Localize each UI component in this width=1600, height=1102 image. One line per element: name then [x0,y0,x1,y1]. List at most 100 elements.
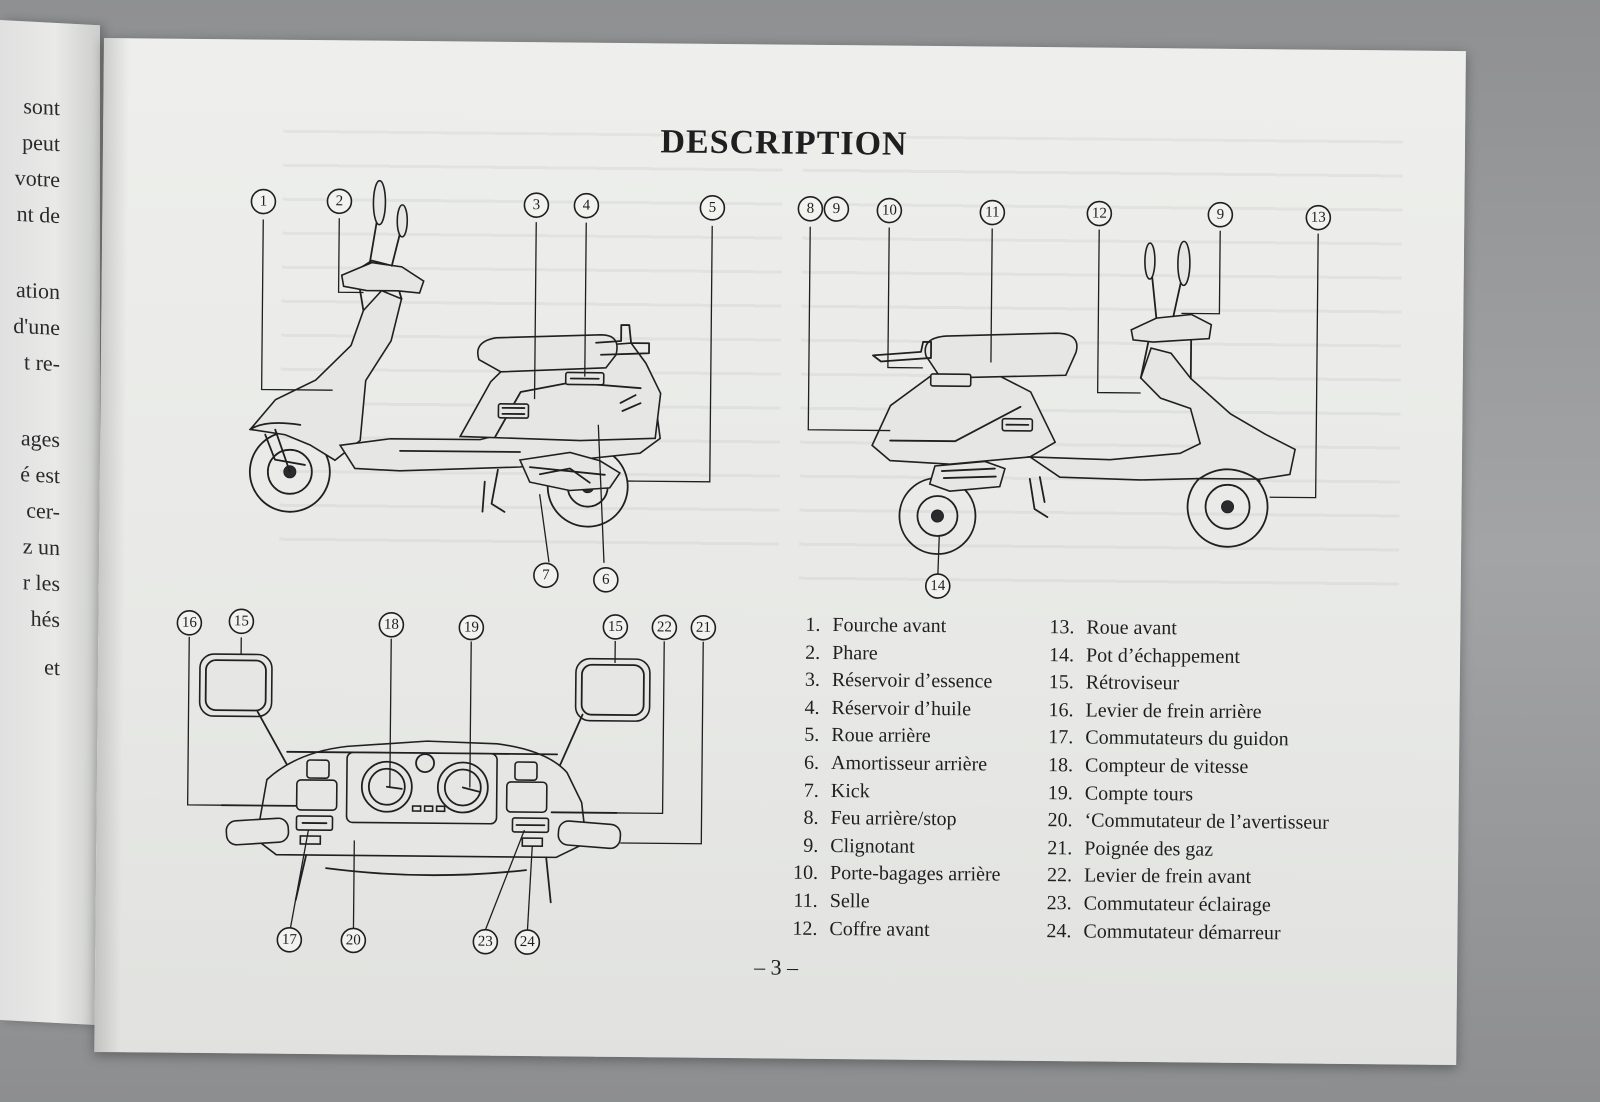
callout-20: 20 [340,927,367,954]
handlebar-callouts: 16 15 18 19 15 22 21 17 20 23 24 [176,608,717,955]
left-fragment: cer- [26,497,60,525]
legend-column-1: 1.Fourche avant 2.Phare 3.Réservoir d’es… [775,612,1003,945]
legend-item: 8.Feu arrière/stop [803,806,957,831]
callout-22: 22 [651,614,678,641]
svg-text:8: 8 [807,201,815,217]
callout-19: 19 [458,614,485,641]
left-fragment: nt de [16,200,60,229]
callout-15: 15 [602,614,629,640]
svg-text:11: 11 [985,204,1000,220]
svg-text:13: 13 [1311,210,1326,226]
legend-item: 13.Roue avant [1049,616,1178,640]
svg-text:18: 18 [384,617,399,633]
legend-item: 5.Roue arrière [804,724,931,748]
scooter-right-view [871,240,1297,555]
legend-item: 3.Réservoir d’essence [804,668,993,693]
svg-text:5: 5 [709,200,717,216]
svg-text:6: 6 [602,572,610,588]
svg-text:14: 14 [930,578,946,594]
callout-2: 2 [326,188,353,215]
svg-text:16: 16 [182,615,198,631]
left-fragment: r les [22,569,60,597]
callout-13: 13 [1305,204,1332,231]
handlebar-dashboard [198,653,651,904]
left-fragment: t re- [23,349,60,377]
legend-item: 22.Levier de frein avant [1046,864,1252,889]
svg-text:19: 19 [464,619,479,635]
callout-18: 18 [378,611,405,638]
left-fragment: votre [14,164,60,193]
callout-21: 21 [690,614,717,641]
left-fragment: et [44,654,60,681]
svg-text:1: 1 [260,194,268,210]
right-view-callouts: 8 9 10 11 12 9 13 14 [797,195,1332,599]
svg-text:10: 10 [882,202,897,218]
legend-item: 6.Amortisseur arrière [803,751,988,776]
callout-9: 9 [823,196,850,222]
callout-12: 12 [1086,200,1113,227]
legend-item: 17.Commutateurs du guidon [1048,726,1289,751]
callout-23: 23 [472,928,499,955]
legend-column-2: 13.Roue avant 14.Pot d’échappement 15.Ré… [1025,614,1331,948]
callout-1: 1 [250,188,277,215]
legend-item: 24.Commutateur démarreur [1046,919,1281,944]
left-page-edge: sont peut votre nt de ation d'une t re- … [0,20,100,1026]
svg-text:7: 7 [542,567,550,583]
legend-item: 4.Réservoir d’huile [804,696,972,721]
legend-item: 18.Compteur de vitesse [1047,754,1249,778]
svg-text:9: 9 [1217,207,1225,223]
legend-item: 21.Poignée des gaz [1047,836,1214,861]
svg-text:2: 2 [336,193,344,209]
legend-item: 7.Kick [803,779,870,802]
left-fragment: ation [16,276,60,305]
svg-text:15: 15 [608,619,623,635]
callout-24: 24 [514,929,541,955]
legend-item: 1.Fourche avant [805,613,947,638]
left-fragment: peut [22,129,60,157]
callout-7: 7 [533,562,559,589]
svg-text:4: 4 [583,198,591,214]
svg-text:23: 23 [478,934,493,950]
legend-item: 23.Commutateur éclairage [1046,892,1271,917]
legend-item: 15.Rétroviseur [1048,671,1180,695]
svg-text:12: 12 [1092,205,1107,221]
left-fragment: hés [30,605,60,633]
callout-5: 5 [699,195,726,221]
scooter-left-view [248,179,662,528]
left-fragment: z un [22,533,60,561]
legend-item: 16.Levier de frein arrière [1048,698,1262,723]
svg-text:22: 22 [657,619,672,635]
callout-8: 8 [797,195,824,222]
legend-item: 20.‘Commutateur de l’avertisseur [1047,809,1330,834]
legend-item: 12.Coffre avant [792,917,930,941]
left-view-callouts: 1 2 3 4 5 7 6 [250,188,726,593]
callout-9: 9 [1207,201,1234,228]
legend-item: 11.Selle [793,889,870,913]
legend-item: 19.Compte tours [1047,781,1194,806]
legend-item: 9.Clignotant [803,834,915,858]
callout-3: 3 [523,192,550,218]
svg-text:24: 24 [520,934,536,950]
legend-item: 2.Phare [805,641,878,665]
manual-page: DESCRIPTION [94,38,1466,1066]
svg-text:21: 21 [696,620,711,636]
svg-text:20: 20 [346,932,361,948]
left-fragment: sont [23,93,60,121]
scooter-diagrams: 1 2 3 4 5 7 6 [176,179,1332,955]
legend-item: 14.Pot d’échappement [1049,643,1241,668]
callout-4: 4 [573,192,600,219]
svg-text:17: 17 [282,932,298,948]
callout-10: 10 [876,197,903,224]
svg-text:9: 9 [833,201,841,217]
left-fragment: d'une [13,312,60,341]
callout-15: 15 [228,608,255,635]
svg-text:3: 3 [533,197,541,213]
left-fragment: é est [20,461,60,489]
callout-6: 6 [593,567,619,593]
svg-text:15: 15 [234,613,249,629]
legend-item: 10.Porte-bagages arrière [792,861,1001,886]
callout-11: 11 [979,199,1006,226]
left-fragment: ages [20,425,60,453]
callout-16: 16 [176,610,203,636]
callout-17: 17 [276,927,303,953]
